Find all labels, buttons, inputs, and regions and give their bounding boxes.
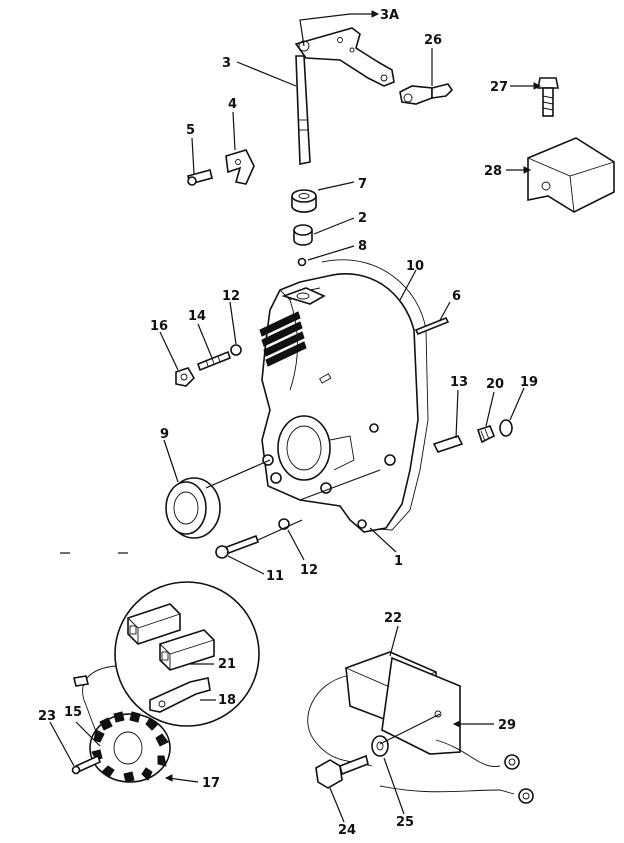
screw-24-part bbox=[315, 754, 369, 789]
mounting-plate-29-part bbox=[381, 656, 461, 755]
plug-19-part bbox=[499, 419, 513, 437]
pin-13-part bbox=[432, 435, 464, 453]
oil-seal-9-part bbox=[165, 477, 221, 539]
callout-3a: 3A bbox=[380, 8, 399, 23]
callout-23: 23 bbox=[38, 709, 56, 724]
callout-24: 24 bbox=[338, 823, 356, 838]
callout-28: 28 bbox=[484, 164, 502, 179]
callout-6: 6 bbox=[452, 289, 461, 304]
governor-shaft-part bbox=[295, 55, 311, 165]
callout-9: 9 bbox=[160, 427, 169, 442]
linkage-part bbox=[399, 83, 454, 105]
callout-27: 27 bbox=[490, 80, 508, 95]
washer-12b-part bbox=[278, 518, 290, 530]
terminal-18-part bbox=[149, 677, 211, 713]
screw-11-part bbox=[215, 534, 260, 559]
washer-25-part bbox=[371, 735, 389, 757]
callout-1: 1 bbox=[394, 554, 403, 569]
nut-16-part bbox=[175, 367, 196, 387]
governor-lever-part bbox=[294, 27, 395, 87]
bolt-27-part bbox=[537, 77, 559, 117]
callout-12b: 12 bbox=[300, 563, 318, 578]
spring-20-part bbox=[476, 425, 496, 444]
callout-18: 18 bbox=[218, 693, 236, 708]
callout-4: 4 bbox=[228, 97, 237, 112]
callout-20: 20 bbox=[486, 377, 504, 392]
brush-21-part bbox=[127, 603, 215, 671]
pin-6-part bbox=[414, 316, 450, 336]
callout-14: 14 bbox=[188, 309, 206, 324]
screw-23-part bbox=[71, 754, 101, 775]
callout-5: 5 bbox=[186, 123, 195, 138]
gasket-10-outline bbox=[321, 259, 429, 531]
callout-19: 19 bbox=[520, 375, 538, 390]
callout-17: 17 bbox=[202, 776, 220, 791]
callout-26: 26 bbox=[424, 33, 442, 48]
output-wire bbox=[379, 739, 515, 795]
crankcase-cover-part bbox=[259, 259, 429, 533]
bracket-4-part bbox=[225, 149, 255, 185]
callout-21: 21 bbox=[218, 657, 236, 672]
stud-14-part bbox=[197, 350, 231, 372]
callout-11: 11 bbox=[266, 569, 284, 584]
callout-22: 22 bbox=[384, 611, 402, 626]
stator-17-part bbox=[89, 711, 171, 783]
callout-25: 25 bbox=[396, 815, 414, 830]
callout-7: 7 bbox=[358, 177, 367, 192]
callout-3: 3 bbox=[222, 56, 231, 71]
callout-10: 10 bbox=[406, 259, 424, 274]
bushing-2-part bbox=[293, 224, 313, 246]
callout-8: 8 bbox=[358, 239, 367, 254]
callout-16: 16 bbox=[150, 319, 168, 334]
screw-5-part bbox=[187, 169, 213, 186]
callout-15: 15 bbox=[64, 705, 82, 720]
callout-29: 29 bbox=[498, 718, 516, 733]
washer-12a-part bbox=[230, 344, 242, 356]
ball-8-part bbox=[297, 257, 307, 267]
callout-2: 2 bbox=[358, 211, 367, 226]
callout-labels: 3A 3 26 27 28 4 5 7 2 8 10 6 12 14 16 13… bbox=[38, 8, 538, 838]
callout-12a: 12 bbox=[222, 289, 240, 304]
leader-lines bbox=[49, 10, 542, 823]
rectifier-28-part bbox=[527, 137, 615, 213]
bushing-7-part bbox=[291, 189, 317, 213]
callout-13: 13 bbox=[450, 375, 468, 390]
